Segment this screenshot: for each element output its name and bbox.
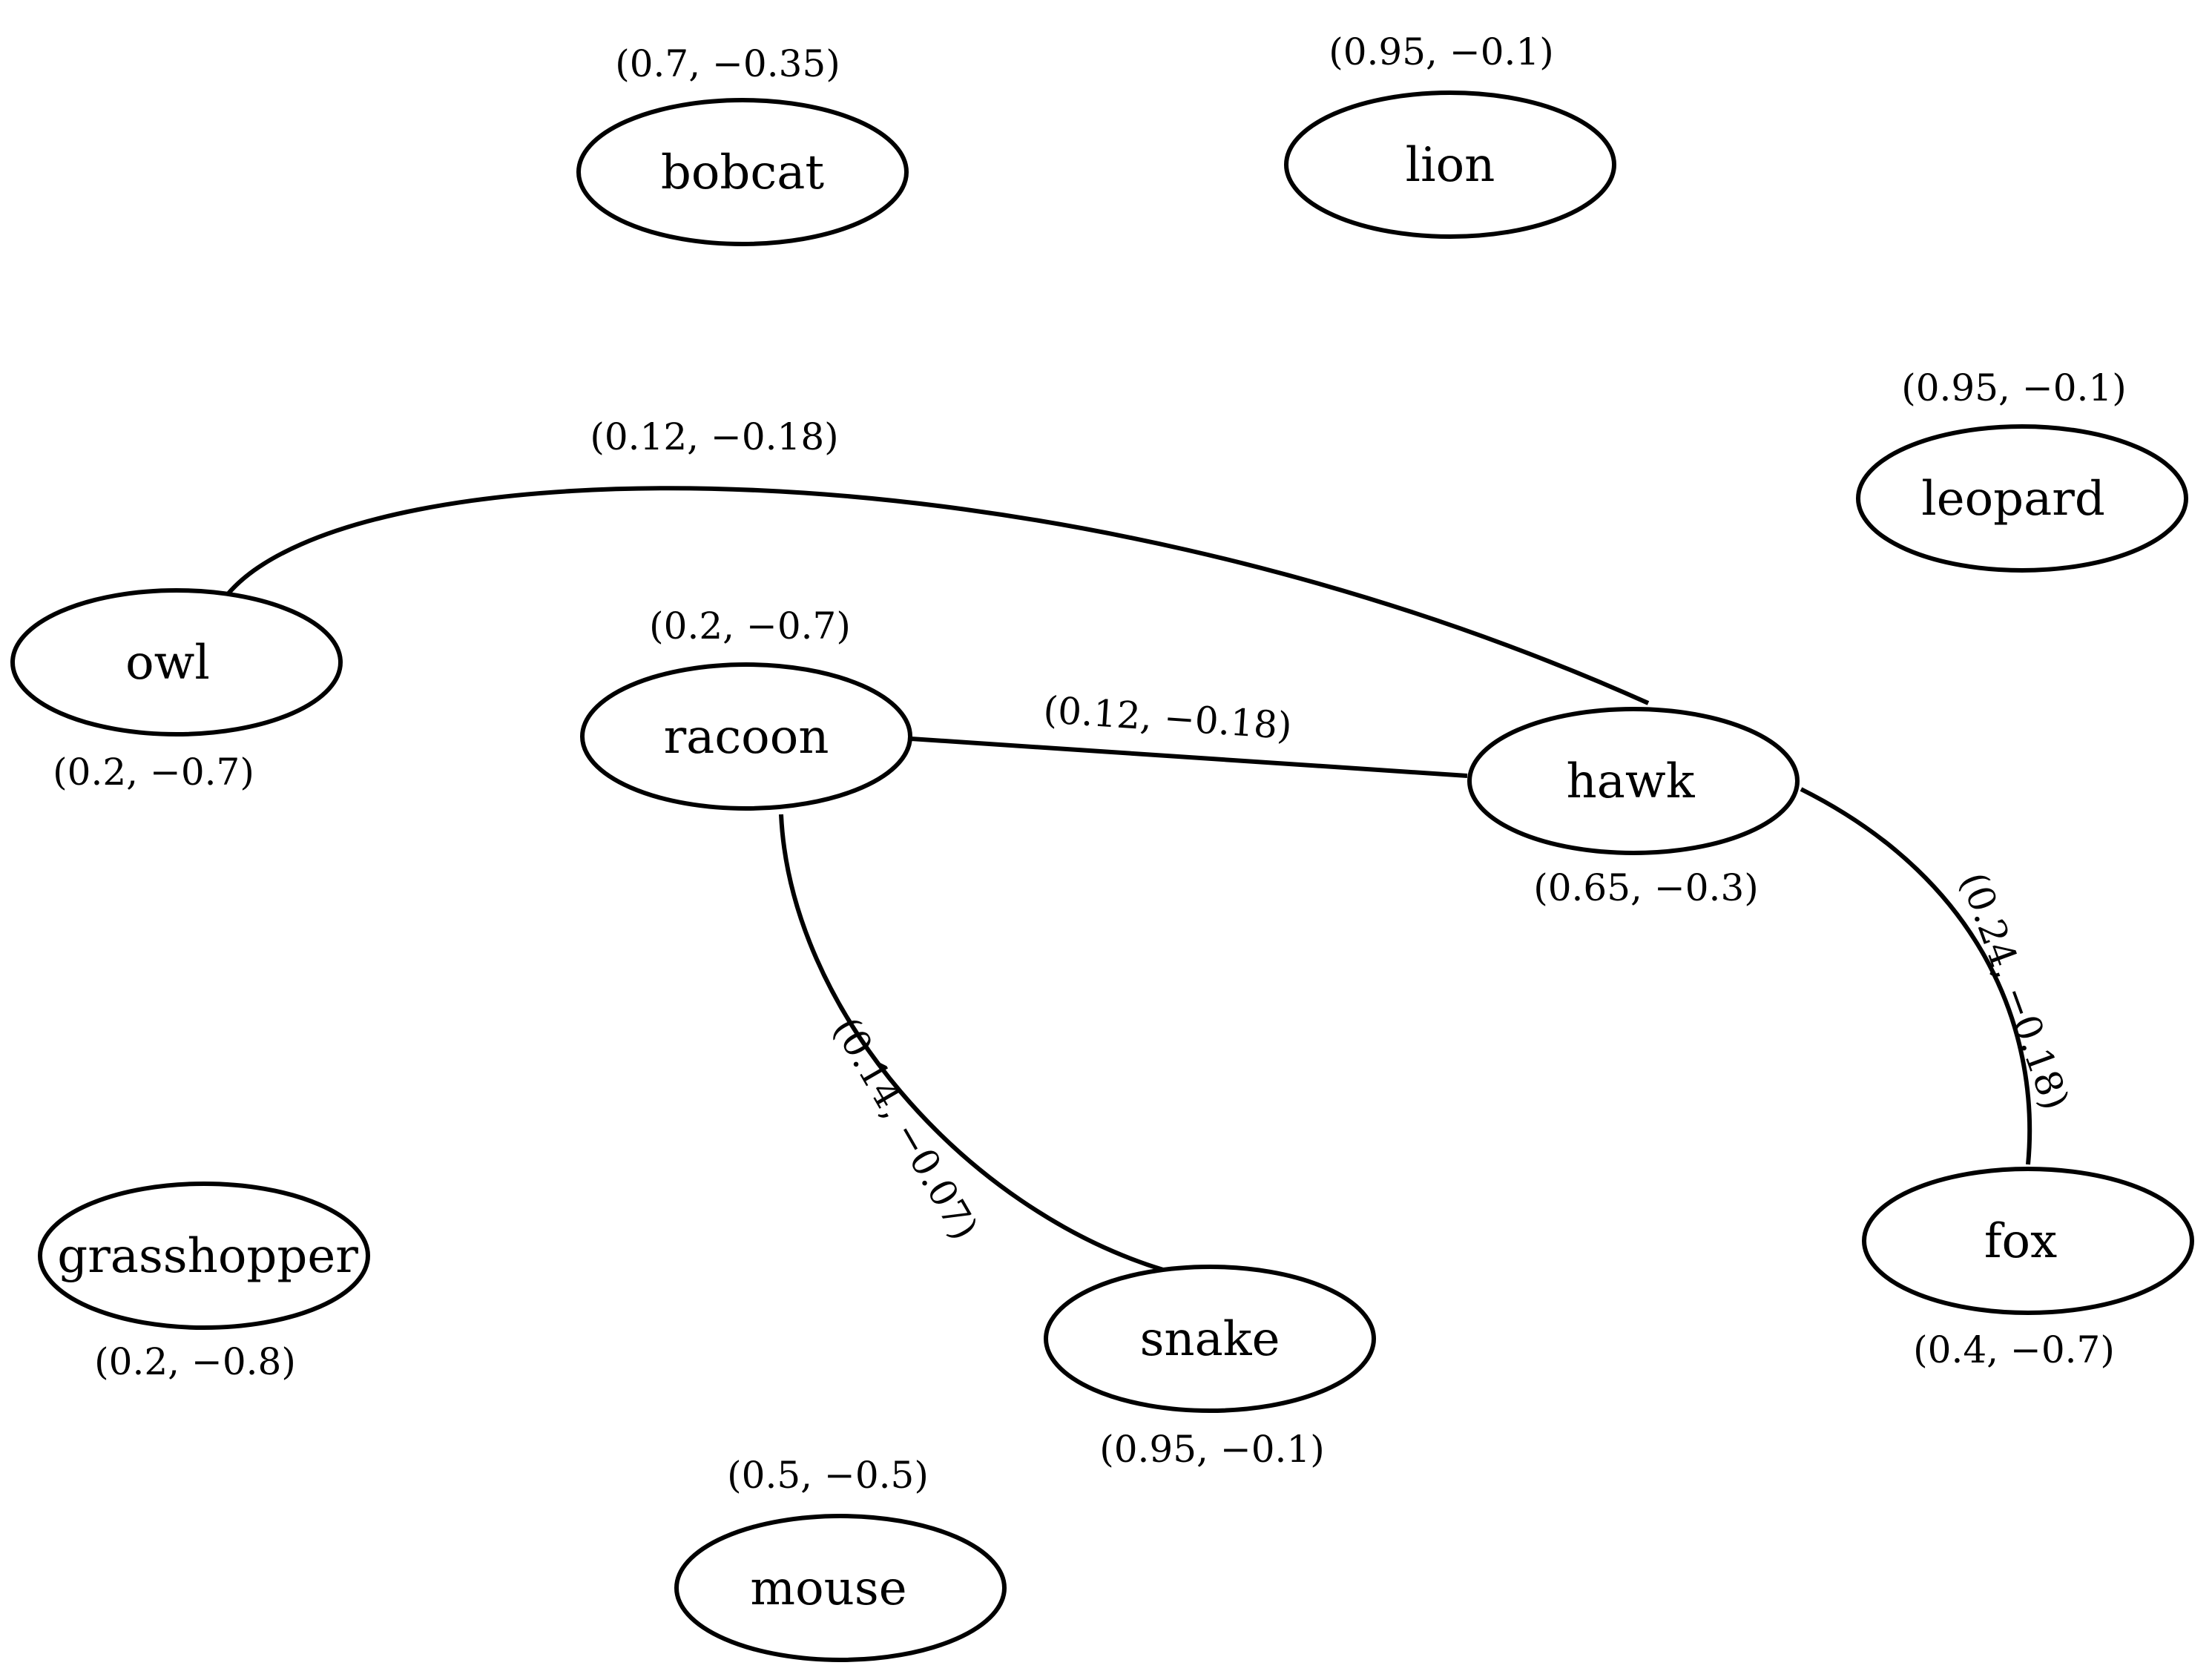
node-bobcat-label: bobcat [661, 145, 824, 200]
node-fox-label: fox [1984, 1214, 2057, 1269]
node-owl-label: owl [125, 636, 210, 691]
node-mouse-ellipse [674, 1514, 1007, 1662]
node-hawk-value: (0.65, −0.3) [1533, 866, 1759, 909]
node-owl-ellipse [10, 588, 343, 737]
node-lion: lion (0.95, −0.1) [1284, 30, 1616, 239]
node-lion-value: (0.95, −0.1) [1329, 30, 1554, 73]
node-bobcat: bobcat (0.7, −0.35) [576, 42, 909, 246]
node-grasshopper-value: (0.2, −0.8) [94, 1340, 296, 1383]
node-mouse-value: (0.5, −0.5) [727, 1454, 929, 1497]
node-fox-value: (0.4, −0.7) [1913, 1328, 2115, 1371]
node-mouse-label: mouse [750, 1561, 906, 1616]
edge-owl-hawk [226, 486, 1650, 705]
node-bobcat-ellipse [576, 98, 909, 246]
edge-racoon-snake [779, 814, 1164, 1272]
node-leopard-value: (0.95, −0.1) [1901, 366, 2127, 409]
node-owl-value: (0.2, −0.7) [53, 751, 254, 794]
node-leopard: leopard (0.95, −0.1) [1856, 366, 2188, 573]
edge-racoon-hawk-value: (0.12, −0.18) [1042, 688, 1293, 748]
node-owl: owl (0.2, −0.7) [10, 588, 343, 794]
node-grasshopper-label: grasshopper [57, 1229, 358, 1284]
node-racoon: racoon (0.2, −0.7) [580, 604, 912, 811]
node-mouse: mouse (0.5, −0.5) [674, 1454, 1007, 1662]
node-lion-ellipse [1284, 90, 1616, 239]
edge-racoon-hawk [910, 737, 1468, 778]
edge-hawk-fox [1800, 787, 2032, 1165]
node-grasshopper-ellipse [38, 1182, 370, 1330]
node-lion-label: lion [1406, 138, 1495, 193]
edge-racoon-snake-value: (0.14, −0.07) [825, 1010, 987, 1247]
node-racoon-ellipse [580, 662, 912, 811]
edges [226, 486, 2032, 1272]
node-fox-ellipse [1862, 1167, 2194, 1315]
node-snake-ellipse [1044, 1265, 1376, 1413]
node-racoon-label: racoon [664, 710, 829, 765]
edge-hawk-fox-value: (0.24, −0.18) [1952, 867, 2077, 1116]
node-snake: snake (0.95, −0.1) [1044, 1265, 1376, 1471]
edge-owl-hawk-value: (0.12, −0.18) [590, 415, 838, 458]
node-fox: fox (0.4, −0.7) [1862, 1167, 2194, 1371]
node-hawk: hawk (0.65, −0.3) [1467, 707, 1800, 909]
node-hawk-ellipse [1467, 707, 1800, 855]
node-hawk-label: hawk [1567, 754, 1696, 809]
node-leopard-ellipse [1856, 424, 2188, 573]
node-racoon-value: (0.2, −0.7) [649, 604, 851, 647]
node-leopard-label: leopard [1921, 472, 2105, 527]
node-grasshopper: grasshopper (0.2, −0.8) [38, 1182, 370, 1383]
node-bobcat-value: (0.7, −0.35) [615, 42, 840, 85]
node-snake-value: (0.95, −0.1) [1099, 1428, 1325, 1471]
node-snake-label: snake [1140, 1312, 1280, 1367]
